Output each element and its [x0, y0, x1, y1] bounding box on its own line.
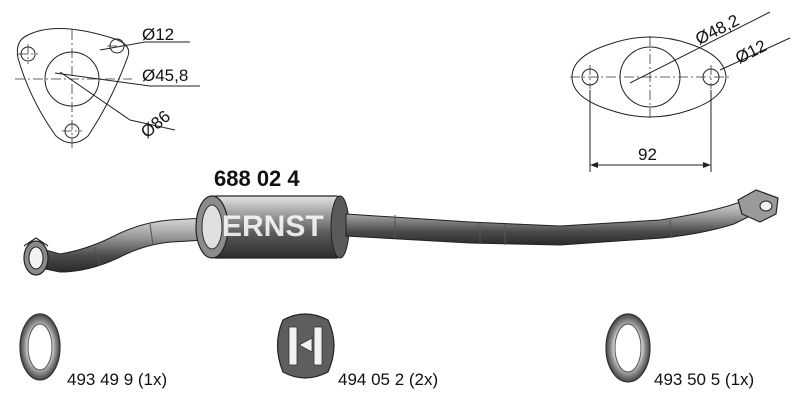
pipe-seam	[94, 246, 101, 267]
accessory-gasket-2: 493 50 5 (1x)	[605, 313, 754, 389]
outlet-flange	[737, 189, 779, 223]
dimension-arrow-left	[590, 162, 598, 168]
left-bolt-circle-label: Ø86	[137, 107, 174, 142]
exhaust-pipe-assembly: ERNST 688 02 4	[23, 166, 779, 276]
accessory-gasket-1: 493 49 9 (1x)	[19, 313, 167, 389]
right-inner-diameter-label: Ø48,2	[692, 11, 742, 49]
left-inner-diameter-label: Ø45,8	[142, 66, 188, 85]
center-muffler: ERNST	[195, 195, 350, 259]
accessory-hanger: 494 05 2 (2x)	[276, 313, 438, 389]
right-flange-drawing: Ø48,2 Ø12 92	[570, 11, 791, 172]
leader-line-bolt-circle	[59, 71, 176, 131]
part-number: 688 02 4	[214, 166, 300, 191]
accessory-label-3: 493 50 5 (1x)	[654, 370, 754, 389]
accessory-label-1: 493 49 9 (1x)	[67, 370, 167, 389]
left-flange-drawing: Ø12 Ø45,8 Ø86	[15, 25, 200, 148]
leader-line-right-inner	[629, 11, 771, 84]
accessory-label-2: 494 05 2 (2x)	[338, 370, 438, 389]
leader-line-inner	[54, 72, 200, 87]
inlet-pipe	[37, 217, 206, 273]
leader-line-right-hole	[719, 37, 791, 71]
right-hole-diameter-label: Ø12	[732, 36, 769, 68]
left-hole-diameter-label: Ø12	[142, 25, 174, 44]
hole-spacing-label: 92	[638, 145, 657, 164]
pipe-seam	[149, 223, 154, 246]
pipe-seam	[669, 219, 673, 239]
brand-logo: ERNST	[222, 210, 324, 243]
leader-line-hole	[99, 41, 190, 51]
inlet-flange	[23, 237, 49, 276]
outlet-pipe	[345, 200, 753, 246]
dimension-arrow-right	[703, 162, 711, 168]
left-flange-outline	[16, 28, 130, 144]
